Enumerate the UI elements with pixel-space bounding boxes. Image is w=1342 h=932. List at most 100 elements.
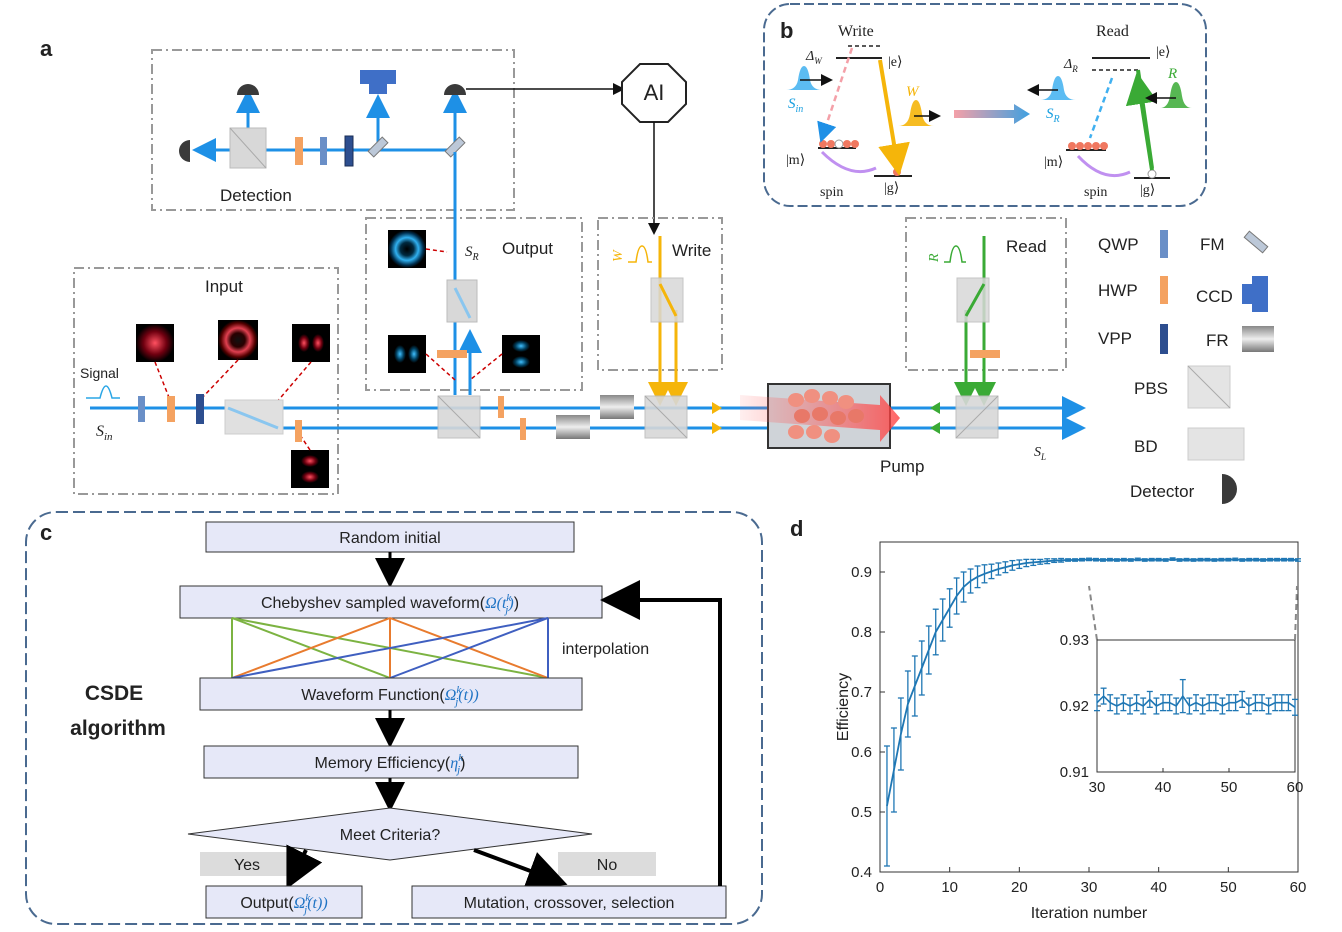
fm-icon bbox=[367, 136, 389, 158]
legend-fm: FM bbox=[1200, 235, 1225, 254]
x-tick-label: 40 bbox=[1150, 879, 1167, 896]
state-m-read: |m⟩ bbox=[1044, 155, 1063, 170]
inset-y-tick-label: 0.91 bbox=[1060, 764, 1089, 781]
write-label: Write bbox=[672, 241, 711, 260]
bd-icon bbox=[1187, 427, 1245, 461]
mode-lobe bbox=[512, 356, 530, 368]
qwp-icon bbox=[1160, 230, 1168, 258]
inset-x-tick-label: 30 bbox=[1089, 779, 1106, 796]
mode-lobe bbox=[298, 334, 310, 352]
hwp-icon bbox=[498, 396, 504, 418]
state-m: |m⟩ bbox=[786, 153, 805, 168]
detection-label: Detection bbox=[220, 186, 292, 205]
read-pulse bbox=[1160, 82, 1192, 108]
legend-hwp: HWP bbox=[1098, 281, 1138, 300]
fr-icon bbox=[556, 415, 590, 439]
box-random-initial bbox=[205, 521, 575, 553]
ai-octagon bbox=[621, 63, 687, 123]
detection-box bbox=[151, 49, 515, 211]
yes-label: Yes bbox=[234, 857, 260, 874]
mode-link bbox=[154, 361, 171, 401]
algorithm-title-2: algorithm bbox=[70, 717, 166, 740]
inset-x-tick-label: 40 bbox=[1155, 779, 1172, 796]
y-tick-label: 0.8 bbox=[851, 624, 872, 641]
main-series bbox=[883, 557, 1301, 867]
hwp-icon bbox=[520, 418, 526, 440]
mode-lobe bbox=[312, 334, 324, 352]
efficiency-line bbox=[886, 558, 1299, 807]
s-r-b: SR bbox=[1046, 106, 1060, 125]
vpp-icon bbox=[1160, 324, 1168, 354]
flow-arrow-yes bbox=[286, 844, 323, 890]
input-box bbox=[73, 267, 339, 495]
inset-link bbox=[1294, 585, 1298, 641]
ccd-icon bbox=[1242, 284, 1252, 304]
w-label: W bbox=[611, 249, 626, 262]
detector-icon bbox=[237, 84, 259, 95]
state-g: |g⟩ bbox=[884, 181, 899, 196]
delta-r: ΔR bbox=[1063, 57, 1078, 74]
s-in-b: Sin bbox=[788, 96, 803, 115]
mode-lobe bbox=[512, 340, 530, 352]
pump-label: Pump bbox=[880, 457, 924, 476]
ccd-icon-body bbox=[369, 84, 387, 94]
pbs-diagonal bbox=[955, 395, 999, 439]
flow-arrow-no bbox=[473, 848, 568, 890]
hwp-icon bbox=[167, 396, 175, 422]
yes-tag bbox=[200, 852, 294, 876]
ccd-icon-body bbox=[1252, 276, 1268, 312]
fr-icon bbox=[1242, 326, 1274, 352]
y-tick-label: 0.5 bbox=[851, 804, 872, 821]
vpp-icon bbox=[344, 135, 354, 167]
interpolation-lines bbox=[231, 617, 549, 679]
state-g-read: |g⟩ bbox=[1140, 183, 1155, 198]
read-box bbox=[905, 217, 1067, 371]
legend-detector: Detector bbox=[1130, 482, 1195, 501]
atoms-m-read bbox=[1068, 142, 1108, 150]
inset-link bbox=[1088, 585, 1098, 641]
x-tick-label: 50 bbox=[1220, 879, 1237, 896]
box-mutation bbox=[411, 885, 727, 919]
box-waveform bbox=[199, 677, 583, 711]
write-title: Write bbox=[838, 23, 874, 40]
legend-fr: FR bbox=[1206, 331, 1229, 350]
box-chebyshev bbox=[179, 585, 603, 619]
pbs-diagonal bbox=[437, 395, 481, 439]
bd-beam bbox=[964, 283, 986, 317]
hwp-icon bbox=[1160, 276, 1168, 304]
write-transition bbox=[878, 59, 910, 176]
yellow-arrow bbox=[712, 422, 722, 434]
signal-pulse-icon bbox=[86, 385, 120, 399]
s-in-label: Sin bbox=[96, 423, 113, 443]
panel-b: b Write ΔW |e⟩ |m⟩ |g⟩ spin Sin W Read Δ… bbox=[763, 3, 1207, 207]
bd-beam bbox=[453, 287, 472, 319]
fr-icon bbox=[600, 395, 634, 419]
spin-label: spin bbox=[820, 185, 843, 200]
s-r-label: SR bbox=[465, 244, 479, 263]
y-axis-label: Efficiency bbox=[835, 673, 852, 741]
legend-pbs: PBS bbox=[1134, 379, 1168, 398]
s-l-label: SL bbox=[1034, 445, 1046, 462]
inset-x-tick-label: 50 bbox=[1221, 779, 1238, 796]
spin-label-read: spin bbox=[1084, 185, 1107, 200]
pbs-diagonal bbox=[1187, 365, 1231, 409]
vpp-icon bbox=[196, 394, 204, 424]
inset-series bbox=[1094, 678, 1298, 716]
read-title: Read bbox=[1096, 23, 1129, 40]
x-tick-label: 0 bbox=[876, 879, 884, 896]
output-box bbox=[365, 217, 583, 391]
x-tick-label: 20 bbox=[1011, 879, 1028, 896]
write-pulse bbox=[898, 100, 934, 126]
mode-lobe bbox=[394, 345, 406, 363]
panel-label-b: b bbox=[780, 18, 793, 43]
fm-icon bbox=[444, 136, 466, 158]
pbs-diagonal bbox=[644, 395, 688, 439]
panel-c: c CSDE algorithm Random initial Chebyshe… bbox=[25, 511, 763, 925]
atoms bbox=[788, 389, 864, 443]
inset-x-tick-label: 60 bbox=[1287, 779, 1304, 796]
